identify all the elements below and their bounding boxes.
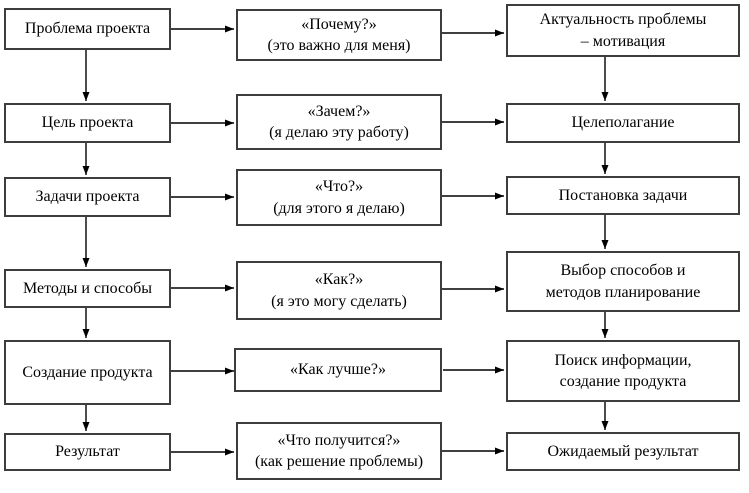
node-question-what: «Что?» (для этого я делаю) [236,169,442,226]
node-methods: Методы и способы [4,269,171,308]
node-question-what-result: «Что получится?» (как решение проблемы) [236,422,442,480]
node-problem: Проблема проекта [4,8,171,50]
node-question-how-better: «Как лучше?» [234,348,442,392]
node-info-search: Поиск информации, создание продукта [506,340,740,402]
node-goal: Цель проекта [4,103,171,143]
node-expected-result: Ожидаемый результат [506,432,740,471]
node-question-what-for: «Зачем?» (я делаю эту работу) [236,94,442,150]
node-task-statement: Постановка задачи [506,176,740,215]
node-product-creation: Создание продукта [4,340,171,405]
node-tasks: Задачи проекта [4,177,171,217]
node-goal-setting: Целеполагание [506,103,740,143]
node-question-why: «Почему?» (это важно для меня) [236,9,442,61]
node-result: Результат [4,433,171,471]
node-relevance-motivation: Актуальность проблемы – мотивация [506,4,740,57]
node-methods-choice: Выбор способов и методов планирование [506,251,740,312]
node-question-how: «Как?» (я это могу сделать) [236,261,442,320]
